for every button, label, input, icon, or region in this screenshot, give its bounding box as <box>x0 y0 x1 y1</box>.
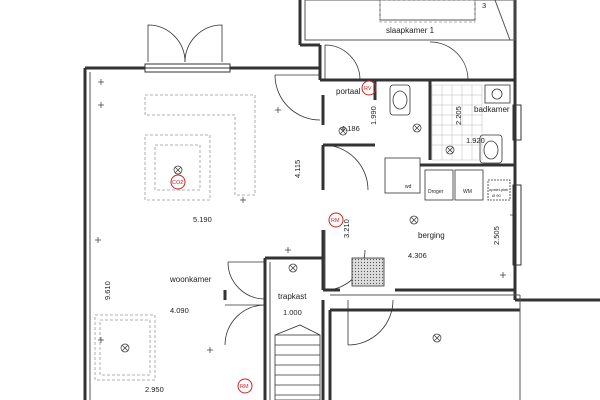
outlet-icon <box>95 237 101 243</box>
light-fixture-icon <box>445 145 455 155</box>
coffee-table <box>144 134 211 201</box>
berging-bottom-door <box>347 299 394 346</box>
room-label-slaapkamer: slaapkamer 1 <box>386 26 435 35</box>
outlet-icon <box>500 272 506 278</box>
dim-4186: 4.186 <box>341 124 360 133</box>
room-label-trapkast: trapkast <box>278 292 307 301</box>
light-fixture-icon <box>288 263 298 273</box>
light-fixture-icon <box>338 126 348 136</box>
dim-3: 3 <box>482 1 486 10</box>
doors <box>147 24 469 346</box>
outlet-icon <box>240 197 246 203</box>
light-fixture-icon <box>120 343 130 353</box>
trapkast-door <box>227 261 266 300</box>
opstel-label: opstel-plek <box>489 187 508 192</box>
bathroom-fixtures <box>384 84 511 201</box>
dim-2205: 2.205 <box>454 106 463 125</box>
lower-door <box>224 304 266 346</box>
outlet-icon <box>285 247 291 253</box>
dim-1000: 1.000 <box>283 308 302 317</box>
outlet-icon <box>98 79 104 85</box>
toilet-portaal <box>389 84 411 116</box>
dim-2950: 2.950 <box>145 385 164 394</box>
svg-text:RM: RM <box>331 218 340 224</box>
svg-text:CO2: CO2 <box>172 180 183 186</box>
dim-4090: 4.090 <box>170 306 189 315</box>
outlet-icon <box>510 212 516 218</box>
bedroom-door <box>324 44 361 81</box>
wd-label: wd <box>405 184 412 190</box>
living-door <box>274 74 321 121</box>
dim-1990: 1.990 <box>369 106 378 125</box>
furniture <box>94 0 476 381</box>
shower-tiles <box>431 84 483 161</box>
rv-symbol: RV <box>361 80 377 96</box>
svg-text:RV: RV <box>364 86 372 92</box>
wm-label: WM <box>463 189 472 195</box>
boiler-unit <box>351 257 385 287</box>
dim-5190: 5.190 <box>193 215 212 224</box>
rm-symbol-lower: RM <box>237 378 253 394</box>
droger-label: Droger <box>428 189 444 195</box>
portaal-door <box>322 144 369 191</box>
opstel-box <box>487 179 511 201</box>
dim-4115: 4.115 <box>293 160 302 178</box>
room-label-berging: berging <box>418 231 445 240</box>
droger-box <box>424 169 454 201</box>
room-label-woonkamer: woonkamer <box>169 275 212 284</box>
sofa <box>144 94 256 196</box>
room-label-portaal: portaal <box>336 87 361 96</box>
dim-3210: 3.210 <box>342 219 351 238</box>
dim-2505: 2.505 <box>492 226 501 245</box>
sink <box>484 84 511 104</box>
co2-symbol: CO2 <box>170 174 186 190</box>
svg-text:RM: RM <box>240 384 249 390</box>
light-fixture-icon <box>412 123 422 133</box>
outlet-icon <box>98 102 104 108</box>
outlet-icon <box>275 107 281 113</box>
outlet-icon <box>98 337 104 343</box>
room-label-badkamer: badkamer <box>474 105 510 114</box>
wm-box <box>454 169 484 201</box>
dim-1920: 1.920 <box>466 136 485 145</box>
light-fixture-icon <box>173 165 183 175</box>
bed <box>379 0 476 23</box>
opstel-size-label: Ø 90 <box>492 193 501 198</box>
dim-9610: 9.610 <box>103 281 112 300</box>
light-fixture-icon <box>409 215 419 225</box>
toilet-bath <box>479 134 503 164</box>
light-symbols <box>120 123 455 353</box>
french-door-right <box>184 24 223 63</box>
electrical-symbols <box>95 79 516 353</box>
outlet-icon <box>207 347 213 353</box>
stairs <box>274 324 321 400</box>
dining-table <box>94 314 156 381</box>
windows <box>144 63 522 266</box>
washer-box <box>384 157 421 194</box>
dim-4306: 4.306 <box>408 251 427 260</box>
french-door-left <box>147 24 186 63</box>
bathroom-door <box>429 41 469 81</box>
light-fixture-icon <box>432 333 442 343</box>
rm-symbol-portaal: RM <box>328 212 344 228</box>
